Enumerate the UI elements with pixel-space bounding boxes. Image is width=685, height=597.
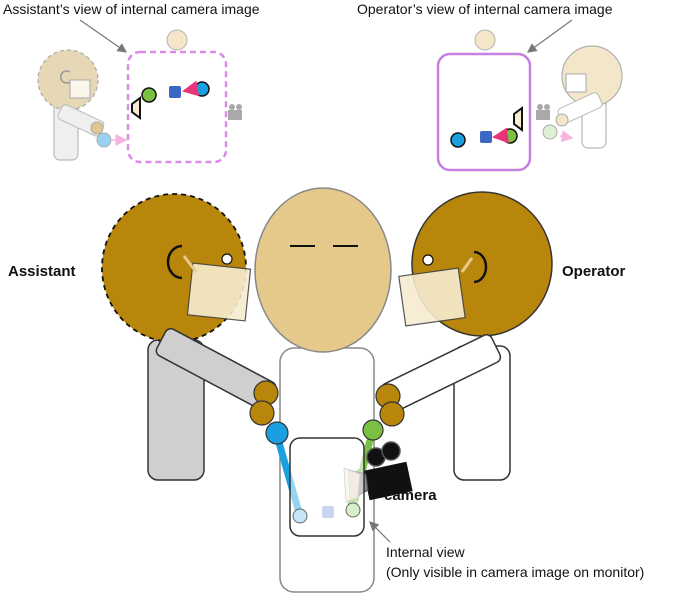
green-tip-internal-icon (345, 502, 361, 518)
patient-head (254, 187, 392, 353)
assistant-mask (186, 262, 252, 322)
assistant-eye (221, 253, 233, 265)
assistant-view-title: Assistant’s view of internal camera imag… (3, 1, 260, 17)
assistant-ear (166, 244, 183, 280)
operator-eye (422, 254, 434, 266)
operator-mask (398, 267, 466, 327)
blue-instrument-tip-icon-operator (450, 132, 466, 148)
speaker-icon-operator (513, 106, 523, 132)
target-block-icon-operator (480, 131, 492, 143)
camera-small-icon-operator (536, 104, 550, 120)
assistant-view-pointer (79, 19, 127, 53)
operator-view-scene (474, 29, 623, 149)
blue-instrument-tip-icon (194, 81, 210, 97)
assistant-label: Assistant (8, 263, 76, 280)
target-internal-icon (322, 506, 334, 518)
assistant-view-scene (37, 29, 188, 161)
camera-small-icon (228, 104, 242, 120)
camera-label: camera (384, 487, 437, 504)
green-instrument-tip-icon-operator (502, 128, 518, 144)
operator-monitor-frame (436, 52, 532, 172)
operator-label: Operator (562, 263, 626, 280)
speaker-icon (131, 96, 141, 120)
blue-tip-internal-icon (292, 508, 308, 524)
target-block-icon (169, 86, 181, 98)
internal-view-note: (Only visible in camera image on monitor… (386, 564, 644, 580)
operator-view-title: Operator’s view of internal camera image (357, 1, 613, 17)
green-instrument-joint-icon (362, 419, 384, 441)
operator-view-pointer (527, 19, 573, 53)
green-instrument-tip-icon (141, 87, 157, 103)
operator-ear (473, 250, 488, 284)
internal-view-pointer (369, 521, 391, 543)
internal-view-label: Internal view (386, 544, 465, 560)
blue-instrument-joint-icon (265, 421, 289, 445)
assistant-monitor-frame (126, 50, 228, 164)
internal-view-box (289, 437, 365, 537)
